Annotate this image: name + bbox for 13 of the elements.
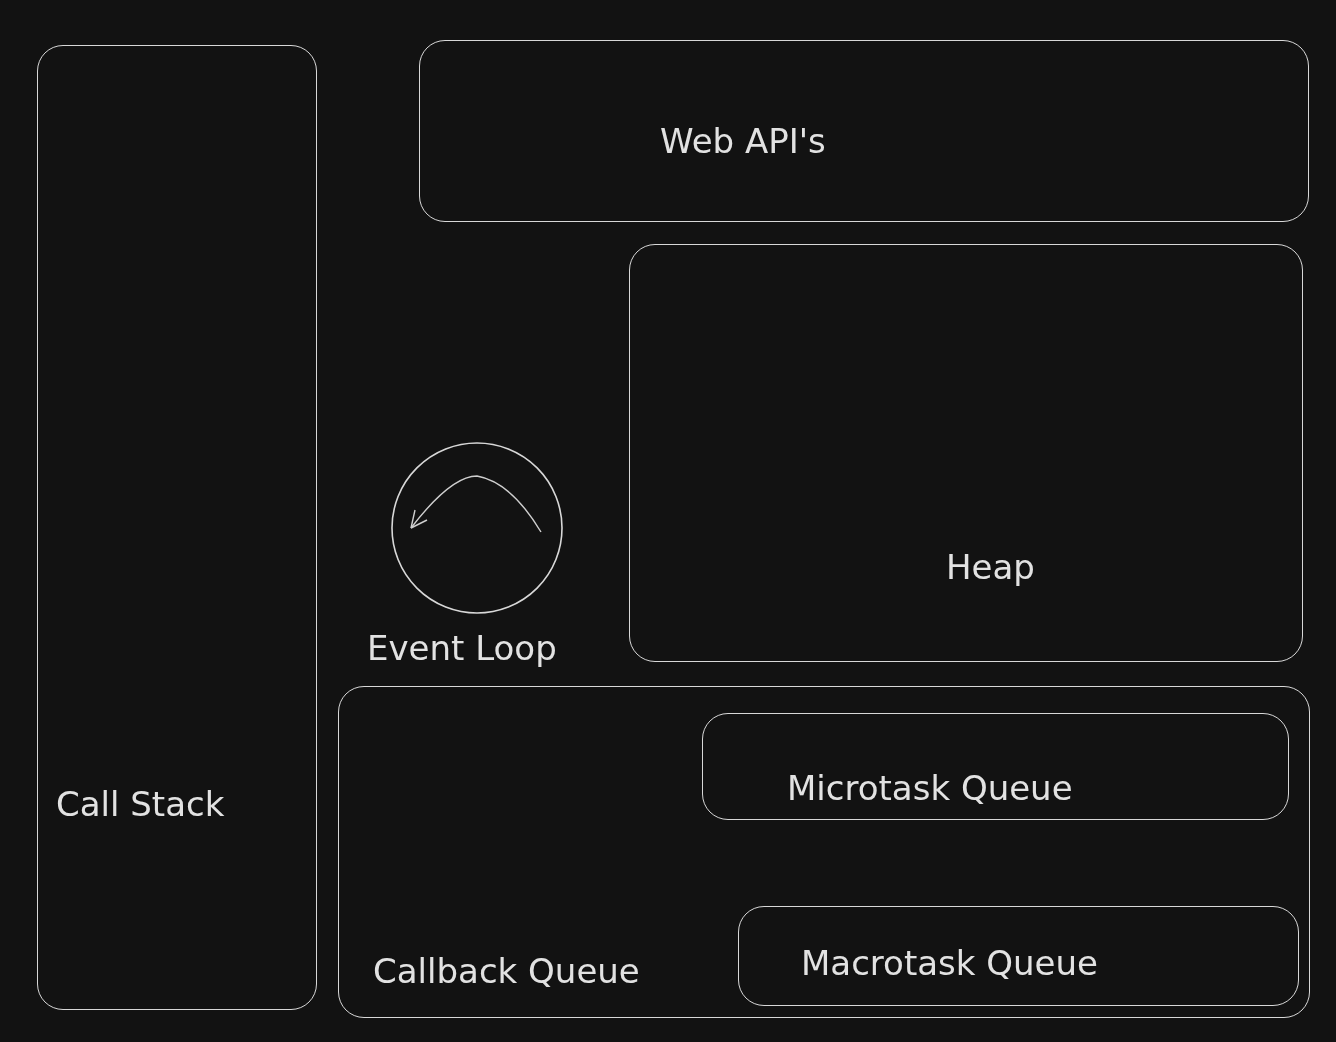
rounded-box xyxy=(338,686,1310,1018)
box-label: Macrotask Queue xyxy=(801,943,1098,984)
rounded-box xyxy=(738,906,1299,1006)
box-label: Callback Queue xyxy=(373,951,640,992)
box-label: Web API's xyxy=(660,121,826,162)
rounded-box xyxy=(702,713,1289,820)
rounded-box xyxy=(419,40,1309,222)
box-label: Call Stack xyxy=(56,784,225,825)
box-label: Heap xyxy=(946,547,1035,588)
circle-label: Event Loop xyxy=(367,628,557,669)
box-label: Microtask Queue xyxy=(787,768,1073,809)
rounded-box xyxy=(629,244,1303,662)
rounded-box xyxy=(37,45,317,1010)
